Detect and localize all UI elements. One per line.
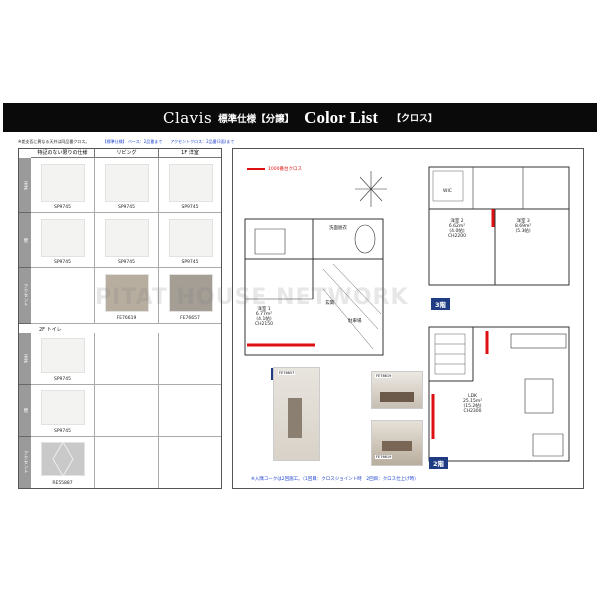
product-code: SP9745 [53,260,72,265]
room-label-entrance: 玄関 [325,301,334,306]
photo-furniture [380,392,414,402]
wallpaper-swatch [41,390,85,425]
room-name: 洋室 2 [450,219,464,224]
swatch-cell: SP9745 [31,333,95,385]
color-list-sheet: Clavis 標準仕様【分譲】 Color List 【クロス】 ※差支否に異な… [0,103,600,495]
column-header-default: 特記のない限りの仕様 [31,149,95,158]
interior-photo: FE76619 [371,420,423,466]
interior-photo: FE76657 [273,367,320,461]
empty-cell [95,333,159,385]
row-label-ceiling: 天井 [19,333,31,385]
note-right-prefix: 【標準仕様】 [102,139,127,144]
swatch-cell: SP9745 [159,213,221,268]
column-header-living: リビング [95,149,159,158]
swatch-cell: SP9745 [95,213,159,268]
row-label-wall: 壁 [19,385,31,437]
note-right-items: ベース：2品番まで アクセントクロス：2品番(3面)まで [127,139,235,144]
wallpaper-swatch [105,164,149,202]
product-code: SP9745 [53,429,72,434]
product-code: SP9745 [53,205,72,210]
page-title: Color List [304,107,378,127]
product-code: SP9745 [53,377,72,382]
row-label-accent: アクセント [19,437,31,488]
floor-plan-drawing [244,166,570,462]
photo-code: FE76657 [278,371,296,375]
floor-badge-3f: 3階 [431,298,451,310]
wallpaper-swatch [41,338,85,373]
product-code: SP9745 [117,260,136,265]
empty-cell [159,437,221,488]
swatch-cell: SP9745 [31,213,95,268]
row-label-ceiling: 天井 [19,158,31,213]
wallpaper-swatch [169,219,213,257]
swatch-cell: RE55887 [31,437,95,488]
row-label-accent: アクセント [19,268,31,324]
swatch-cell-empty [31,268,95,324]
product-code: FE76657 [180,316,200,321]
watermark: PITAT HOUSE NETWORK [95,285,409,310]
category-label: 【クロス】 [392,114,438,124]
title-bar: Clavis 標準仕様【分譲】 Color List 【クロス】 [3,103,597,132]
swatch-cell: FE76619 [95,268,159,324]
empty-cell [159,333,221,385]
wallpaper-swatch-pattern [41,442,85,476]
room-name: 洋室 1 [257,307,271,312]
room-label-wic: WIC [443,189,452,194]
room-size: 6.77m² (4.1帖) CH2150 [255,312,273,327]
swatch-cell: SP9745 [95,158,159,213]
wallpaper-swatch [41,219,85,257]
swatch-cell: FE76657 [159,268,221,324]
room-size: 25.15m² (15.2帖) CH2300 [463,399,483,414]
finish-table: 特記のない限りの仕様 リビング 1F 洋室 天井 SP9745 SP9745 S… [18,148,222,489]
room-size: 8.69m² (5.3帖) [515,224,532,234]
swatch-cell: SP9745 [31,158,95,213]
photo-figure [288,398,302,438]
empty-cell [95,385,159,437]
photo-code: FE76619 [375,374,393,378]
floor-plan-panel: 1000番台クロス [232,148,584,489]
room-size: 6.62m² (4.0帖) CH2200 [448,224,466,239]
legend-swatch [247,168,265,170]
interior-photo: FE76619 [371,371,423,409]
column-header-1f-room: 1F 洋室 [159,149,221,158]
legend-label: 1000番台クロス [268,167,302,172]
wallpaper-swatch [105,219,149,257]
empty-cell [95,437,159,488]
swatch-cell: SP9745 [31,385,95,437]
note-left: ※差支否に異なる天井は同品番クロス。 [18,139,90,144]
footnote: ※入隅コークは2回施工。（1回目：クロスジョイント時 2回目：クロス仕上げ時） [251,477,419,482]
room-label-parking: 駐車場 [348,319,362,324]
room-label-washroom: 洗面脱衣 [329,226,347,231]
wallpaper-swatch [169,164,213,202]
wallpaper-swatch [41,164,85,202]
notes-line: ※差支否に異なる天井は同品番クロス。 【標準仕様】 ベース：2品番まで アクセン… [18,139,234,145]
room-name: 洋室 3 [516,219,530,224]
photo-code: FE76619 [375,455,393,459]
product-code: FE76619 [116,316,137,321]
product-code: SP9745 [181,260,199,265]
brand-name: Clavis [162,108,213,127]
empty-cell [159,385,221,437]
wallpaper-swatch [105,274,149,312]
swatch-cell: SP9745 [159,158,221,213]
room-name: LDK [468,394,477,399]
spec-subtitle: 標準仕様【分譲】 [218,113,295,125]
product-code: RE55887 [52,481,73,486]
row-label-wall: 壁 [19,213,31,268]
wallpaper-swatch [169,274,213,312]
photo-furniture [382,441,412,451]
section-label-2f-toilet: 2F トイレ [39,327,62,333]
product-code: SP9745 [181,205,199,210]
floor-badge-2f: 2階 [429,457,449,469]
legend: 1000番台クロス [247,166,302,172]
product-code: SP9745 [117,205,136,210]
